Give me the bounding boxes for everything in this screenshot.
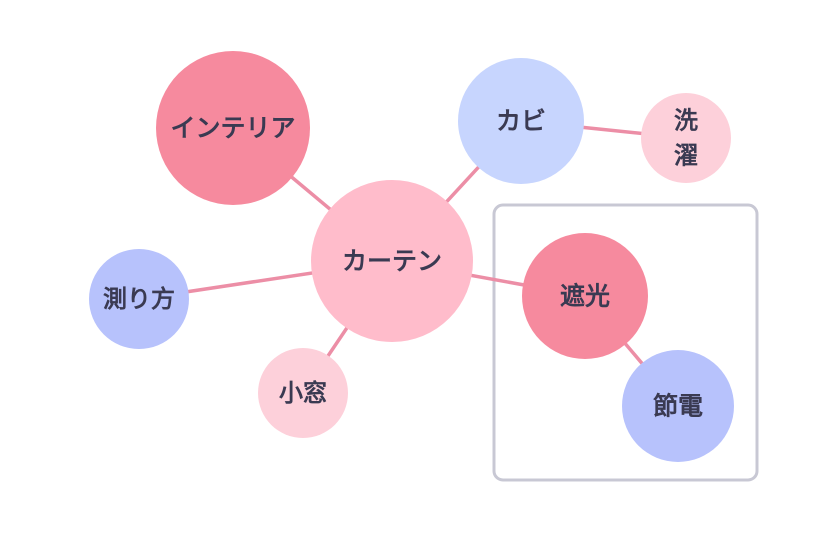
node-laundry: 洗濯 — [641, 93, 731, 183]
node-circle-measuring — [89, 249, 189, 349]
node-circle-energy — [622, 350, 734, 462]
node-circle-interior — [156, 51, 310, 205]
node-label-energy: 節電 — [653, 392, 703, 421]
node-label-laundry-0: 洗 — [674, 107, 698, 135]
node-circle-laundry — [641, 93, 731, 183]
node-circle-window — [258, 348, 348, 438]
node-label-measuring: 測り方 — [103, 285, 175, 313]
node-curtain: カーテン — [311, 180, 473, 342]
node-circle-blackout — [522, 233, 648, 359]
node-blackout: 遮光 — [522, 233, 648, 359]
node-label-blackout: 遮光 — [560, 282, 610, 311]
node-label-mold: カビ — [496, 107, 546, 136]
node-measuring: 測り方 — [89, 249, 189, 349]
node-energy: 節電 — [622, 350, 734, 462]
node-label-window: 小窓 — [279, 379, 327, 407]
node-window: 小窓 — [258, 348, 348, 438]
node-mold: カビ — [458, 58, 584, 184]
node-circle-mold — [458, 58, 584, 184]
node-label-laundry-1: 濯 — [674, 141, 698, 169]
node-label-interior: インテリア — [170, 114, 295, 143]
node-label-curtain: カーテン — [342, 247, 442, 276]
node-circle-curtain — [311, 180, 473, 342]
groups-layer — [492, 203, 759, 482]
blackout-group-frame — [492, 203, 759, 482]
node-interior: インテリア — [156, 51, 310, 205]
